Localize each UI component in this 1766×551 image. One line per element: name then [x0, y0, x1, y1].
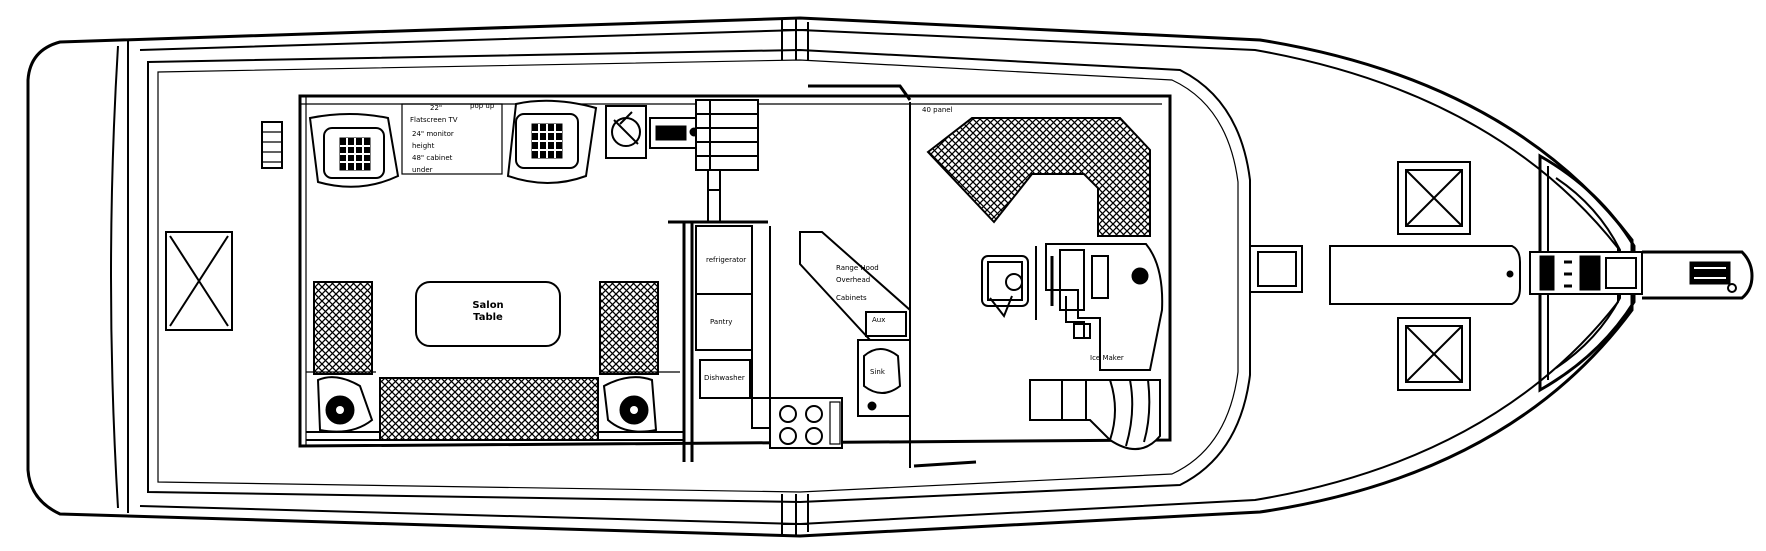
anchor-windlass[interactable]: [1529, 251, 1643, 295]
settee-bottom[interactable]: [379, 377, 599, 441]
settee-aft-left[interactable]: [313, 281, 373, 375]
sink-label: Sink: [870, 368, 886, 376]
tv-line4-label: under: [412, 166, 433, 174]
tv-line1-label: 24" monitor: [412, 130, 454, 138]
boarding-ladder[interactable]: [261, 121, 283, 169]
galley-sink[interactable]: Sink: [857, 339, 911, 417]
helm-door[interactable]: [808, 84, 912, 101]
galley-label-3: Cabinets: [836, 294, 867, 302]
electric-panel[interactable]: [605, 105, 647, 159]
aft-deck-hatch[interactable]: [165, 231, 233, 331]
dinette-settee[interactable]: [926, 117, 1151, 237]
salon-chair-2[interactable]: [506, 99, 598, 184]
cabin-house-outline: [147, 48, 1251, 504]
tv-name-label: Flatscreen TV: [410, 116, 458, 124]
pantry-cabinets[interactable]: refrigerator Pantry Dishwasher: [695, 225, 771, 399]
galley-divider: [682, 222, 694, 462]
stairs-down[interactable]: [695, 99, 759, 171]
galley-label-2: Overhead: [836, 276, 870, 284]
forward-hatch-1[interactable]: [1397, 161, 1471, 235]
transom-line: [110, 45, 119, 509]
speaker-right: [602, 376, 658, 433]
side-door-starboard[interactable]: [781, 494, 809, 536]
cabin-house-inner: [157, 59, 1239, 493]
forward-hatch-2[interactable]: [1397, 317, 1471, 391]
tv-line2-label: height: [412, 142, 435, 150]
helm-stairs[interactable]: [1029, 379, 1161, 450]
side-door-port[interactable]: [781, 18, 809, 60]
tv-top-label: 22": [430, 104, 442, 112]
aux-label: Aux: [872, 316, 885, 324]
helm-console[interactable]: [1045, 243, 1164, 371]
pantry-label-2: Pantry: [710, 318, 732, 326]
foredeck-walkway: [1329, 245, 1521, 305]
galley-door[interactable]: [913, 460, 977, 468]
pantry-label-1: refrigerator: [706, 256, 746, 264]
pantry-label-3: Dishwasher: [704, 374, 745, 382]
tv-cabinet[interactable]: 22" pop up Flatscreen TV 24" monitor hei…: [401, 102, 503, 175]
bowsprit: [1642, 250, 1754, 300]
salon-chair-1[interactable]: [308, 113, 400, 188]
switch-panel[interactable]: [649, 117, 699, 149]
galley-label-1: Range Hood: [836, 264, 879, 272]
helm-chair[interactable]: [981, 255, 1029, 318]
speaker-left: [316, 376, 374, 433]
hull-outline: [26, 16, 1634, 538]
dimension-top-label: pop up: [470, 102, 495, 110]
helm-panel-label: 40 panel: [922, 106, 953, 114]
ice-maker-label: Ice Maker: [1090, 354, 1124, 362]
settee-aft-right[interactable]: [599, 281, 659, 375]
tv-line3-label: 48" cabinet: [412, 154, 453, 162]
stove-cooktop[interactable]: [769, 397, 843, 449]
salon-bulkhead: [298, 94, 1172, 448]
